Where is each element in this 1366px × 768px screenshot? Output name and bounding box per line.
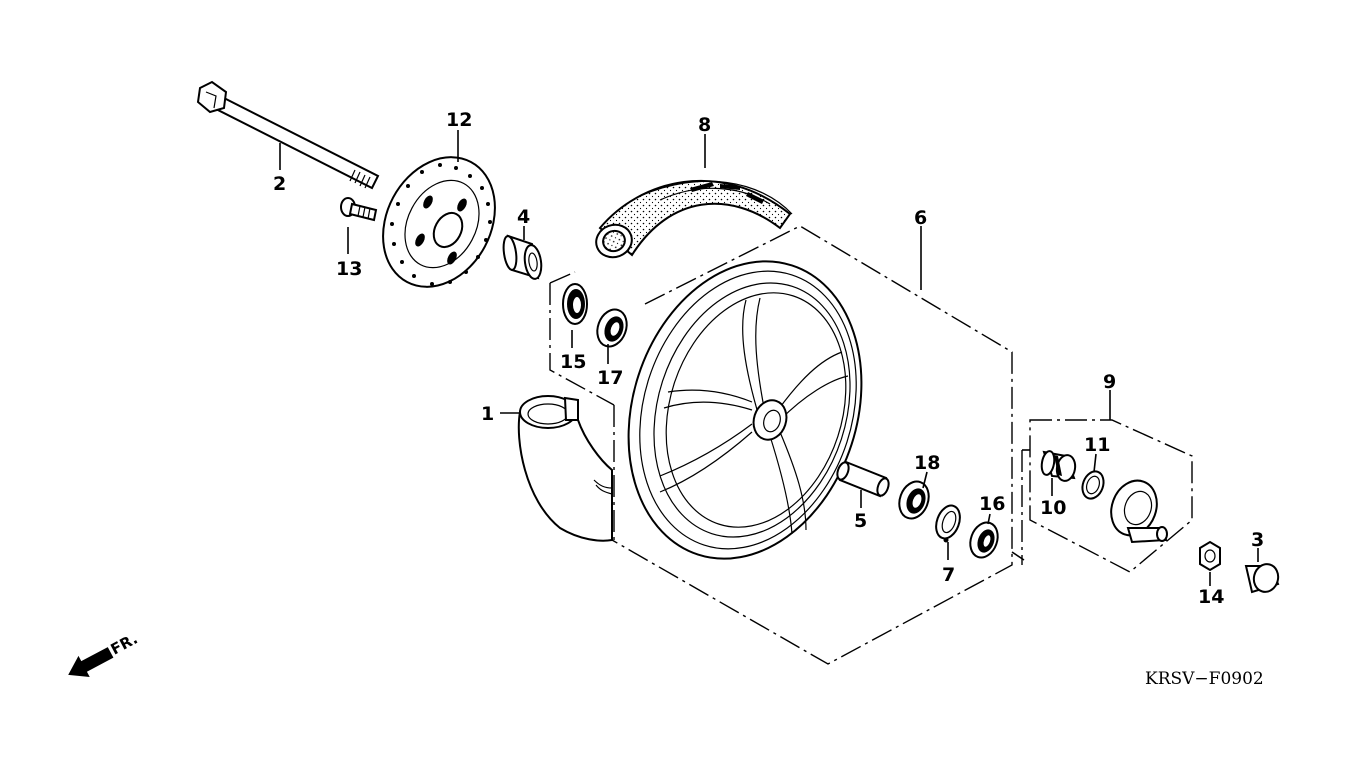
bearing-right-part xyxy=(898,480,930,520)
callout-9[interactable]: 9 xyxy=(1103,371,1116,393)
distance-collar-part xyxy=(836,460,890,498)
fr-arrow-icon xyxy=(68,647,114,678)
callout-10[interactable]: 10 xyxy=(1040,497,1066,519)
front-direction-arrow: FR. xyxy=(68,630,141,678)
callout-14[interactable]: 14 xyxy=(1198,586,1224,608)
axle-nut-part xyxy=(1199,540,1221,572)
dust-seal-right-part xyxy=(969,521,999,559)
brake-disk-part xyxy=(382,156,496,288)
callout-17[interactable]: 17 xyxy=(597,367,623,389)
leader-lines xyxy=(279,130,1259,586)
front-axle-part xyxy=(196,80,380,190)
callout-8[interactable]: 8 xyxy=(698,114,711,136)
callout-1[interactable]: 1 xyxy=(481,403,494,425)
wheel-assembly-frame xyxy=(549,225,1025,665)
diagram-code: KRSV−F0902 xyxy=(1145,669,1264,689)
callout-16[interactable]: 16 xyxy=(979,493,1005,515)
gearbox-frame xyxy=(1021,419,1193,573)
callout-2[interactable]: 2 xyxy=(273,173,286,195)
callout-4[interactable]: 4 xyxy=(517,206,530,228)
bearing-left-part xyxy=(596,308,628,348)
callout-3[interactable]: 3 xyxy=(1251,529,1264,551)
gear-retainer-part xyxy=(1040,450,1077,482)
callout-12[interactable]: 12 xyxy=(446,109,472,131)
callout-7[interactable]: 7 xyxy=(942,564,955,586)
disk-bolt-part xyxy=(340,197,378,222)
callout-11[interactable]: 11 xyxy=(1084,434,1110,456)
axle-cap-part xyxy=(1244,563,1280,594)
callout-15[interactable]: 15 xyxy=(560,351,586,373)
callout-13[interactable]: 13 xyxy=(336,258,362,280)
o-ring-part xyxy=(1081,470,1105,500)
callout-6[interactable]: 6 xyxy=(914,207,927,229)
dust-seal-part xyxy=(562,283,588,325)
fr-label: FR. xyxy=(108,630,141,659)
gearbox-part xyxy=(1110,479,1168,544)
tire-part xyxy=(595,179,793,259)
callout-18[interactable]: 18 xyxy=(914,452,940,474)
retainer-ring-part xyxy=(935,504,961,543)
callout-5[interactable]: 5 xyxy=(854,510,867,532)
callout-labels: 1 2 3 4 5 6 7 8 9 10 11 12 13 14 15 16 1… xyxy=(273,109,1264,608)
fender-part xyxy=(517,395,613,542)
side-collar-part xyxy=(502,234,543,280)
wheel-part xyxy=(627,260,863,560)
